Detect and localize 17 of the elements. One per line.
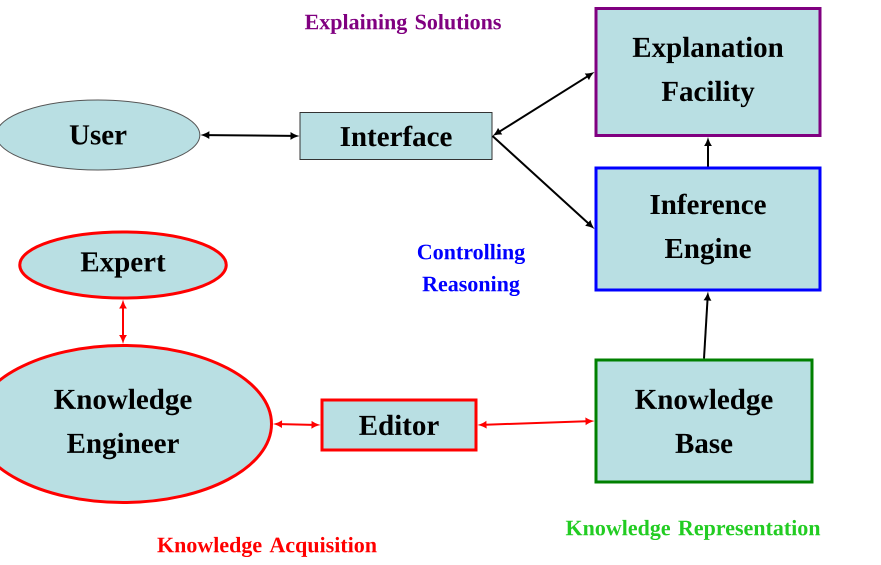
arrow xyxy=(275,420,318,428)
arrow xyxy=(703,294,711,359)
arrow xyxy=(492,135,594,228)
caption-text: Controlling Reasoning xyxy=(418,244,525,296)
process-box: Editor xyxy=(320,398,478,452)
caption-text: Knowledge Representation xyxy=(566,520,820,540)
process-box: Inference Engine xyxy=(594,166,822,292)
arrow xyxy=(704,139,712,166)
process-box: Interface xyxy=(300,112,492,160)
arrow xyxy=(480,418,592,428)
process-box: Explanation Facility xyxy=(594,7,822,137)
arrow xyxy=(202,132,298,140)
process-box: Knowledge Base xyxy=(594,358,814,484)
caption-text: Knowledge Acquisition xyxy=(157,536,377,558)
arrow xyxy=(494,72,593,136)
caption-text: Explaining Solutions xyxy=(304,14,501,34)
arrow xyxy=(120,302,126,342)
